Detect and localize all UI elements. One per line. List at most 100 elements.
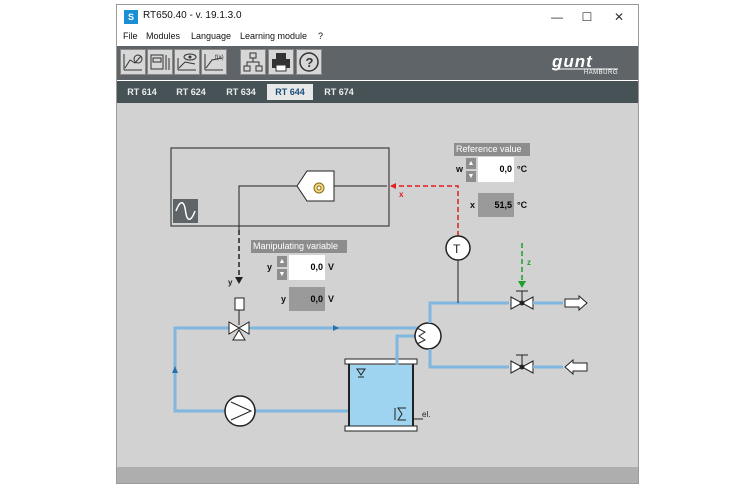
y-spinner-down-icon[interactable]: ▼ <box>277 269 287 280</box>
function-chart-icon: f(x) <box>204 54 224 71</box>
z-arrowhead <box>518 281 526 288</box>
flow-arrow <box>333 325 339 331</box>
gunt-logo-mark: gunt <box>551 52 618 71</box>
sine-wave <box>175 202 196 220</box>
return-flow-arrow <box>172 366 178 373</box>
reference-value-panel: Reference value w ▲ ▼ 0,0 °C x 51,5 °C <box>454 143 534 218</box>
w-spinner-down-icon[interactable]: ▼ <box>466 171 476 182</box>
gear-hub <box>316 185 322 191</box>
print-icon <box>272 53 290 72</box>
pump[interactable] <box>224 395 256 427</box>
svg-text:gunt: gunt <box>552 52 593 71</box>
minimize-button[interactable]: — <box>551 10 563 24</box>
network-icon <box>243 52 263 72</box>
network-button[interactable] <box>240 49 266 75</box>
menu-bar: File Modules Language Learning module ? <box>117 29 638 45</box>
gunt-logo-subtitle: HAMBURG <box>583 70 618 76</box>
view-button[interactable] <box>174 49 200 75</box>
tab-rt624[interactable]: RT 624 <box>176 87 206 97</box>
outlet-arrow <box>564 294 588 312</box>
valve-2-center <box>519 364 525 370</box>
maximize-button[interactable]: ☐ <box>581 10 593 24</box>
w-value-field[interactable]: 0,0 <box>478 157 514 182</box>
status-bar <box>117 467 638 483</box>
manipulating-variable-panel: Manipulating variable y ▲ ▼ 0,0 V y 0,0 … <box>251 240 349 312</box>
x-feedback-line <box>390 185 459 236</box>
tab-rt674[interactable]: RT 674 <box>324 87 354 97</box>
w-unit: °C <box>517 164 528 174</box>
menu-language[interactable]: Language <box>191 31 232 41</box>
controller-icon <box>150 54 170 70</box>
temperature-sensor[interactable] <box>445 235 471 261</box>
hx-outlet-pipe <box>395 334 422 365</box>
app-icon: S <box>124 10 138 24</box>
menu-file[interactable]: File <box>123 31 138 41</box>
x-signal-label: x <box>399 190 404 199</box>
help-icon: ? <box>299 52 319 72</box>
y-arrowhead <box>235 277 243 284</box>
svg-text:f(x): f(x) <box>215 55 224 61</box>
return-pipe <box>173 326 229 413</box>
y-label: y <box>267 262 273 272</box>
y2-value-display: 0,0 <box>289 287 325 311</box>
x-arrowhead <box>390 183 396 189</box>
print-button[interactable] <box>268 49 294 75</box>
y-spinner-up-icon[interactable]: ▲ <box>277 256 287 267</box>
function-chart-button[interactable]: f(x) <box>201 49 227 75</box>
title-bar: S RT650.40 - v. 19.1.3.0 — ☐ ✕ <box>117 5 638 29</box>
control-valve-left <box>228 321 240 335</box>
x-label: x <box>470 200 476 210</box>
inlet-arrow <box>564 358 588 376</box>
heat-exchanger[interactable] <box>414 322 442 350</box>
reference-value-title: Reference value <box>454 143 530 156</box>
view-icon <box>177 53 197 71</box>
time-chart-icon <box>123 54 143 71</box>
svg-text:?: ? <box>306 55 314 70</box>
coolant-out-pipe <box>428 301 509 323</box>
sensor-label: T <box>453 242 461 256</box>
module-tabs: RT 614 RT 624 RT 634 RT 644 RT 674 <box>117 81 638 103</box>
valve-actuator <box>234 297 245 311</box>
y-unit: V <box>328 262 335 272</box>
control-valve-bottom <box>232 329 246 341</box>
y-signal-label: y <box>228 278 233 287</box>
manipulating-variable-title: Manipulating variable <box>251 240 347 253</box>
tab-rt644[interactable]: RT 644 <box>267 84 313 100</box>
toolbar: f(x) ? gunt <box>117 46 638 80</box>
tab-rt634[interactable]: RT 634 <box>226 87 256 97</box>
control-valve-right <box>238 321 250 335</box>
w-spinner[interactable]: ▲ ▼ <box>466 158 476 182</box>
controller-output-line <box>238 185 297 230</box>
process-diagram: x y <box>170 147 588 432</box>
z-signal-label: z <box>527 258 531 267</box>
x-value-display: 51,5 <box>478 193 514 217</box>
level-marker <box>356 368 366 376</box>
window-title: RT650.40 - v. 19.1.3.0 <box>143 10 242 21</box>
menu-learning-module[interactable]: Learning module <box>240 31 308 41</box>
heater-symbol <box>397 407 406 421</box>
menu-help[interactable]: ? <box>318 31 324 41</box>
w-spinner-up-icon[interactable]: ▲ <box>466 158 476 169</box>
process-diagram-area: x y <box>117 103 638 467</box>
y-value-field[interactable]: 0,0 <box>289 255 325 280</box>
controller-button[interactable] <box>147 49 173 75</box>
app-window: S RT650.40 - v. 19.1.3.0 — ☐ ✕ File Modu… <box>116 4 639 484</box>
valve-2-left[interactable] <box>510 360 524 374</box>
y2-label: y <box>281 294 287 304</box>
tank-water <box>349 365 413 427</box>
valve-z-left[interactable] <box>510 296 524 310</box>
coolant-in-pipe <box>428 349 509 369</box>
y-spinner[interactable]: ▲ ▼ <box>277 256 287 280</box>
tank-base <box>344 425 418 432</box>
x-unit: °C <box>517 200 528 210</box>
menu-modules[interactable]: Modules <box>146 31 181 41</box>
time-chart-button[interactable] <box>120 49 146 75</box>
tank-rim <box>344 358 418 365</box>
tab-rt614[interactable]: RT 614 <box>127 87 157 97</box>
controller-box <box>170 147 390 227</box>
close-button[interactable]: ✕ <box>613 10 625 24</box>
y2-unit: V <box>328 294 335 304</box>
gunt-logo: gunt HAMBURG <box>551 52 618 76</box>
valve-z-center <box>519 300 525 306</box>
help-button[interactable]: ? <box>296 49 322 75</box>
